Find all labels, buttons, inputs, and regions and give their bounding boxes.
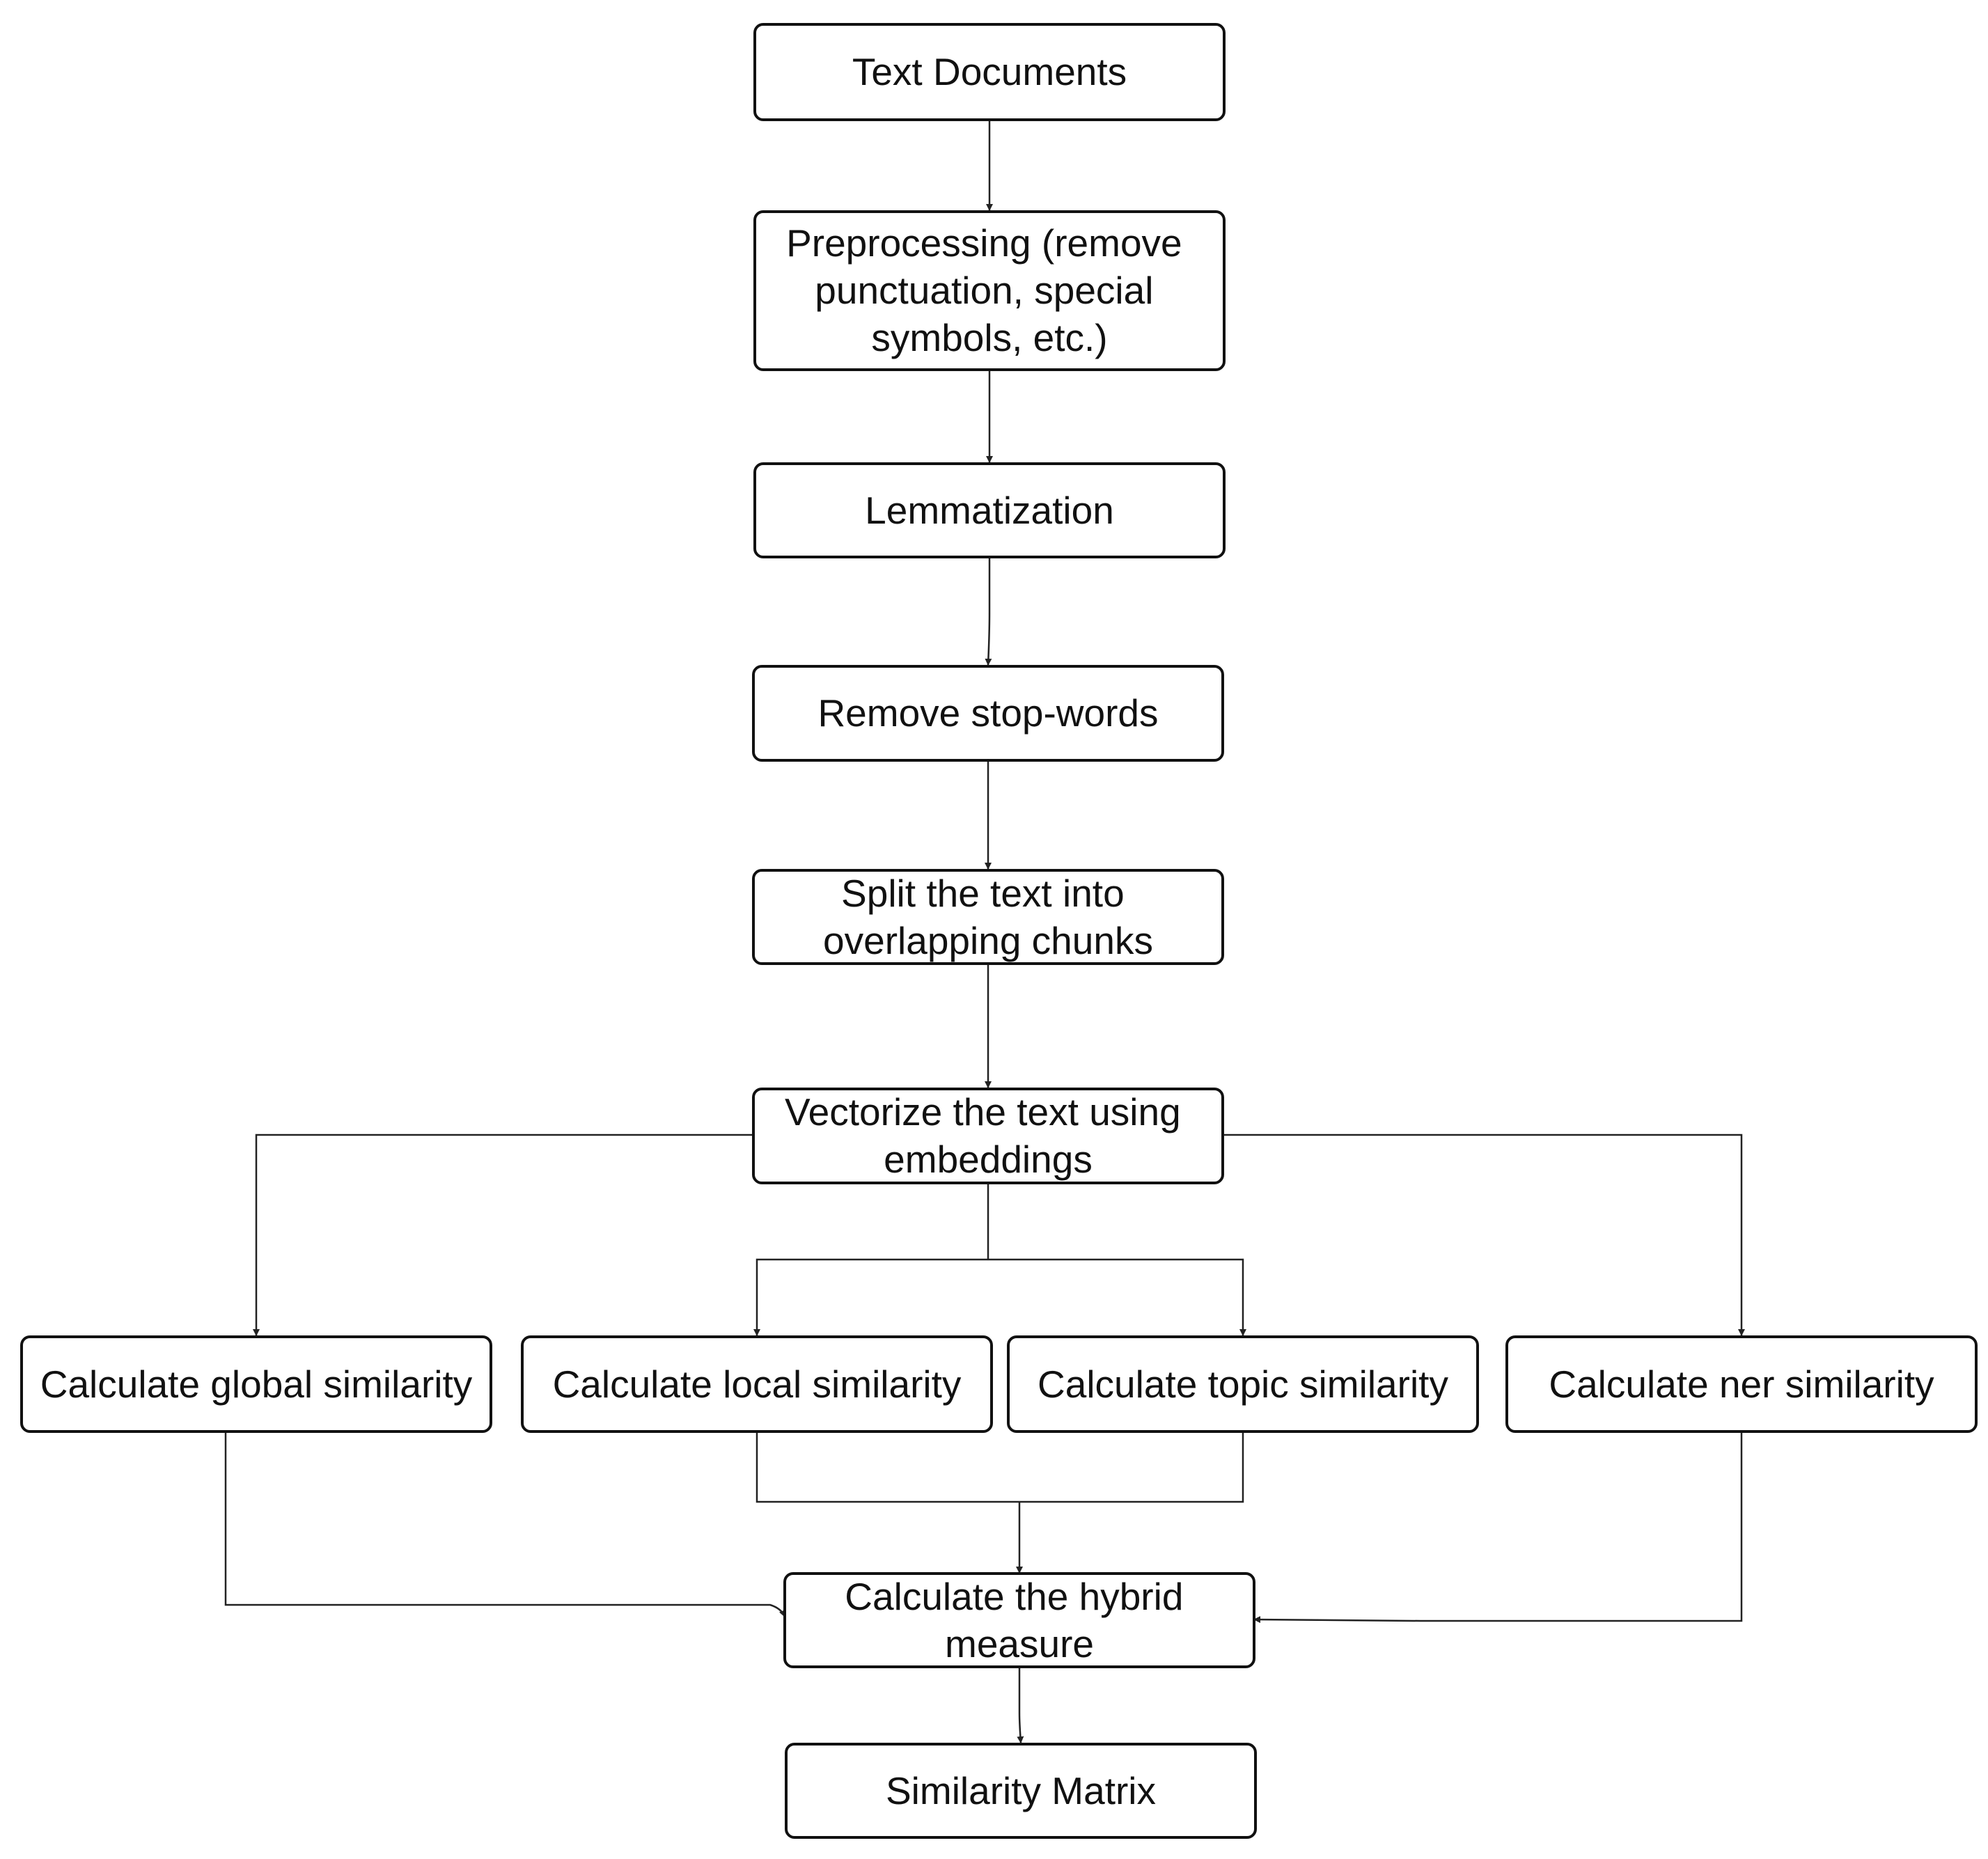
edge-vectorize-to-ner-similarity: [1223, 1134, 1745, 1336]
node-global-similarity-label: Calculate global similarity: [40, 1363, 473, 1406]
node-vectorize: Vectorize the text using embeddings: [752, 1088, 1224, 1184]
edge-vectorize-to-topic-similarity: [988, 1258, 1246, 1336]
edge-local-topic-merge: [756, 1431, 1244, 1503]
node-ner-similarity: Calculate ner similarity: [1505, 1335, 1978, 1433]
node-local-similarity: Calculate local similarity: [521, 1335, 993, 1433]
node-lemmatization: Lemmatization: [753, 462, 1226, 558]
node-preprocessing-label: Preprocessing (remove punctuation, speci…: [786, 221, 1193, 359]
node-local-similarity-label: Calculate local similarity: [553, 1363, 962, 1406]
node-split-text-label: Split the text into overlapping chunks: [823, 872, 1153, 962]
connectors: [224, 120, 1745, 1743]
node-preprocessing: Preprocessing (remove punctuation, speci…: [753, 210, 1226, 371]
node-topic-similarity-label: Calculate topic similarity: [1038, 1363, 1448, 1406]
node-text-documents: Text Documents: [753, 23, 1226, 121]
node-hybrid-measure: Calculate the hybrid measure: [783, 1572, 1255, 1668]
edge-ner-similarity-to-hybrid-measure: [1253, 1431, 1743, 1624]
edge-hybrid-measure-to-similarity-matrix: [1017, 1667, 1024, 1743]
node-hybrid-measure-label: Calculate the hybrid measure: [845, 1575, 1193, 1665]
node-vectorize-label: Vectorize the text using embeddings: [785, 1090, 1191, 1181]
node-remove-stopwords: Remove stop-words: [752, 665, 1224, 762]
edge-vectorize-to-global-similarity: [253, 1134, 753, 1336]
node-global-similarity: Calculate global similarity: [20, 1335, 492, 1433]
node-topic-similarity: Calculate topic similarity: [1007, 1335, 1479, 1433]
edge-lemmatization-to-remove-stopwords: [985, 557, 992, 666]
node-text-documents-label: Text Documents: [852, 50, 1127, 93]
node-ner-similarity-label: Calculate ner similarity: [1549, 1363, 1934, 1406]
node-split-text: Split the text into overlapping chunks: [752, 869, 1224, 965]
edge-global-similarity-to-hybrid-measure: [224, 1431, 786, 1617]
edge-vectorize-to-local-similarity: [753, 1258, 988, 1336]
node-similarity-matrix: Similarity Matrix: [785, 1743, 1257, 1839]
node-lemmatization-label: Lemmatization: [865, 489, 1114, 532]
node-similarity-matrix-label: Similarity Matrix: [886, 1769, 1156, 1812]
node-remove-stopwords-label: Remove stop-words: [817, 691, 1158, 735]
